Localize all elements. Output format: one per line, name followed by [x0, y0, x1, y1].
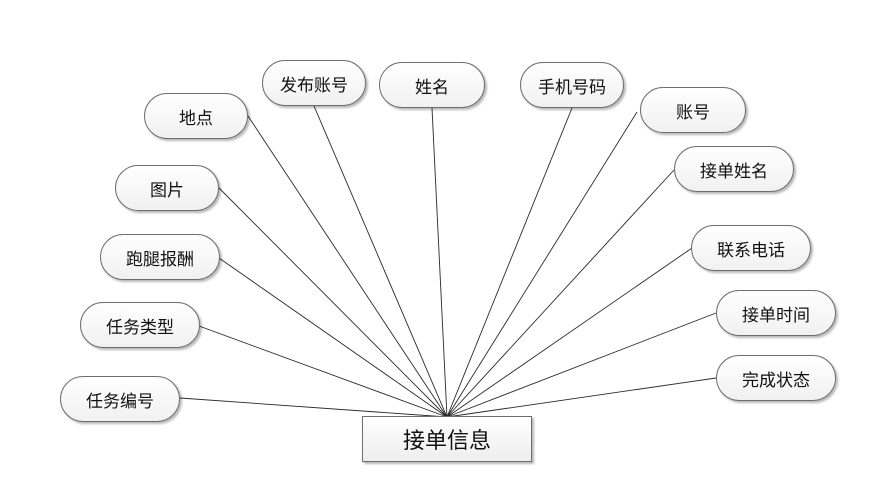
- attribute-task-no: 任务编号: [60, 376, 180, 422]
- attribute-location: 地点: [144, 93, 248, 139]
- connector-line: [446, 107, 573, 418]
- attribute-take-time: 接单时间: [716, 290, 836, 336]
- attribute-name: 姓名: [379, 62, 485, 108]
- connector-line: [446, 247, 693, 418]
- attribute-reward: 跑腿报酬: [100, 234, 220, 280]
- attribute-phone: 手机号码: [520, 62, 624, 108]
- attribute-account: 账号: [640, 87, 746, 133]
- connector-line: [446, 312, 717, 418]
- connector-line: [218, 257, 448, 418]
- connector-line: [198, 325, 448, 418]
- attribute-taker-name: 接单姓名: [674, 146, 794, 192]
- connector-line: [446, 111, 638, 418]
- attribute-contact-phone: 联系电话: [691, 225, 811, 271]
- attribute-status: 完成状态: [716, 355, 836, 401]
- attribute-task-type: 任务类型: [80, 302, 200, 348]
- connector-line: [218, 187, 448, 418]
- connector-line: [247, 115, 448, 418]
- connector-line: [446, 377, 717, 418]
- connector-line: [446, 169, 675, 418]
- connector-line: [179, 397, 448, 418]
- connector-line: [431, 107, 448, 418]
- connector-line: [313, 105, 448, 418]
- attribute-picture: 图片: [115, 165, 219, 211]
- attribute-publish-account: 发布账号: [262, 60, 366, 106]
- entity-order-info: 接单信息: [362, 416, 532, 462]
